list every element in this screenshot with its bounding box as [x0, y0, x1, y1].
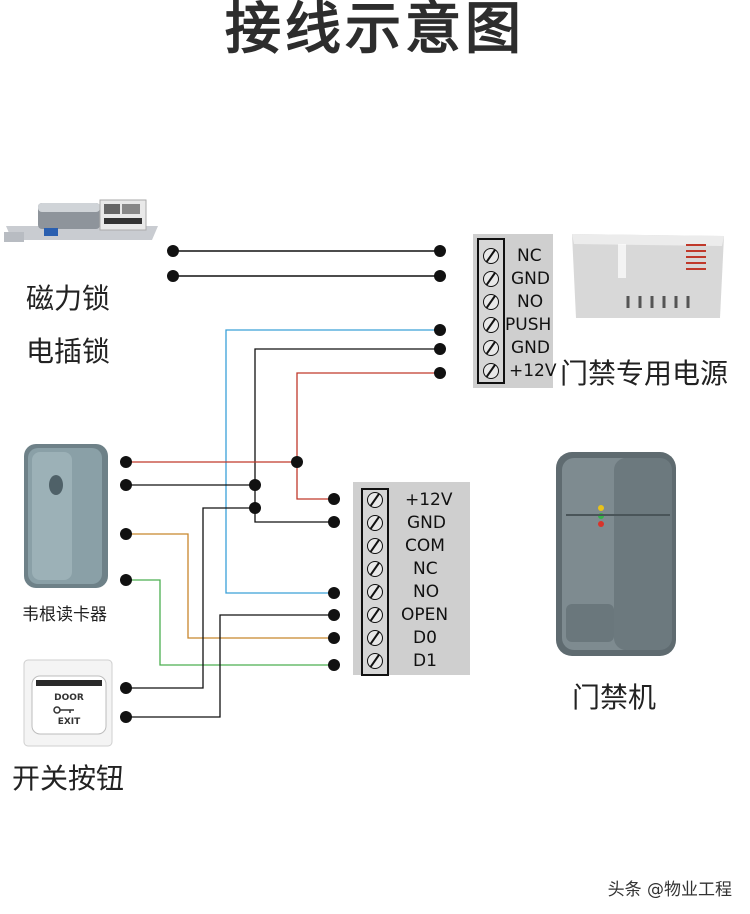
reader-label: 韦根读卡器 [22, 605, 107, 625]
controller-terminal-block: +12V GND COM NC NO OPEN D0 D1 [353, 482, 470, 676]
power-terminal-label: NO [517, 292, 544, 312]
controller-terminal-label: GND [407, 513, 446, 533]
power-terminal-block: NC GND NO PUSH GND +12V [473, 234, 557, 388]
magnetic-lock-label: 磁力锁 [26, 282, 111, 315]
screw-icon [367, 653, 383, 669]
exit-button-door-text: DOOR [54, 693, 84, 703]
screw-icon [367, 607, 383, 623]
controller-terminal-label: D1 [413, 651, 437, 671]
screw-icon [483, 294, 499, 310]
exit-button-label: 开关按钮 [12, 762, 125, 795]
controller-terminal-label: +12V [405, 490, 453, 510]
controller-terminal-label: D0 [413, 628, 437, 648]
watermark: 头条 @物业工程 [607, 880, 732, 900]
screw-icon [367, 584, 383, 600]
exit-button-exit-text: EXIT [58, 717, 81, 727]
screw-icon [483, 363, 499, 379]
exit-button-image: DOOR EXIT [23, 659, 113, 747]
power-supply-label: 门禁专用电源 [560, 357, 729, 390]
screw-icon [367, 630, 383, 646]
card-reader-image [24, 444, 108, 588]
power-supply-image [572, 234, 724, 318]
controller-label: 门禁机 [572, 681, 657, 714]
controller-terminal-label: NO [413, 582, 440, 602]
power-terminal-label: GND [511, 338, 550, 358]
diagram-title: 接线示意图 [225, 0, 525, 62]
controller-terminal-label: NC [413, 559, 438, 579]
screw-icon [483, 248, 499, 264]
screw-icon [367, 515, 383, 531]
screw-icon [367, 492, 383, 508]
power-terminal-label: PUSH [505, 315, 552, 335]
screw-icon [367, 538, 383, 554]
controller-terminal-label: COM [405, 536, 445, 556]
screw-icon [483, 271, 499, 287]
screw-icon [367, 561, 383, 577]
electric-bolt-lock-image [4, 199, 158, 242]
access-controller-image [556, 452, 676, 656]
screw-icon [483, 317, 499, 333]
power-terminal-label: +12V [509, 361, 557, 381]
power-terminal-label: NC [517, 246, 542, 266]
electric-bolt-label: 电插锁 [26, 335, 111, 368]
controller-terminal-label: OPEN [401, 605, 449, 625]
power-terminal-label: GND [511, 269, 550, 289]
screw-icon [483, 340, 499, 356]
